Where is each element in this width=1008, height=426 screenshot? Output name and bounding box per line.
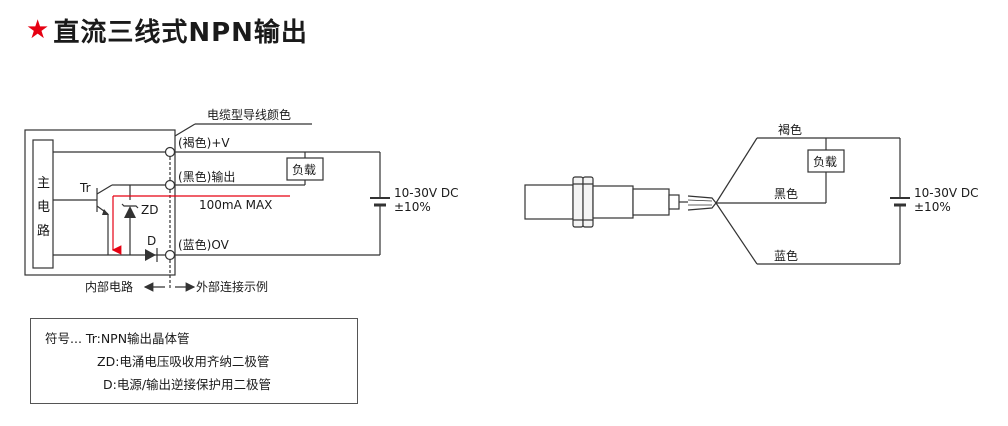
terminal-blue (164, 249, 176, 261)
terminal-brown (164, 146, 176, 158)
sensor-wiring-diagram (524, 137, 910, 265)
main-circuit-block (32, 139, 54, 269)
current-label: 100mA MAX (199, 198, 272, 212)
npn-circuit-diagram (24, 123, 390, 292)
wire-brown-label: (褐色)+V (178, 135, 230, 150)
sensor-cable-gland (668, 194, 680, 210)
black-label-right: 黑色 (774, 187, 798, 201)
blue-wire-right (715, 202, 758, 265)
sensor-rear (632, 188, 670, 216)
load-label: 负载 (292, 163, 316, 177)
d-label: D (147, 234, 156, 248)
internal-circuit-box (24, 129, 176, 276)
zener-diode-symbol (124, 206, 136, 218)
legend-line-tr: 符号... Tr:NPN输出晶体管 (45, 331, 190, 346)
title-row: ★ 直流三线式NPN输出 (26, 10, 308, 50)
cable-type-label: 电缆型导线颜色 (207, 107, 291, 122)
wire-blue-label: (蓝色)OV (178, 238, 230, 252)
current-path (111, 195, 290, 255)
main-circuit-char-3: 路 (37, 223, 50, 239)
voltage-label: 10-30V DC (394, 186, 459, 200)
voltage-label-right: 10-30V DC (914, 186, 979, 200)
load-label-right: 负载 (813, 155, 837, 169)
page-title: 直流三线式NPN输出 (53, 17, 308, 48)
cable-leader-line (174, 123, 196, 137)
protection-diode-symbol (145, 249, 156, 261)
tolerance-label: ±10% (394, 200, 431, 214)
star-icon: ★ (26, 15, 50, 45)
sensor-body (592, 185, 634, 219)
brown-label-right: 褐色 (778, 122, 802, 137)
terminal-black (164, 179, 176, 191)
sensor-front-face (524, 184, 574, 220)
main-circuit-char-1: 主 (37, 176, 50, 191)
tr-label: Tr (79, 181, 91, 195)
sensor-cable (687, 195, 717, 211)
wire-black-label: (黑色)输出 (178, 169, 235, 184)
main-circuit-char-2: 电 (37, 200, 50, 215)
symbol-legend: 符号... Tr:NPN输出晶体管 ZD:电涌电压吸收用齐纳二极管 D:电源/输… (30, 318, 358, 404)
legend-line-zd: ZD:电涌电压吸收用齐纳二极管 (97, 354, 270, 369)
tolerance-label-right: ±10% (914, 200, 951, 214)
internal-circuit-label: 内部电路 (85, 279, 133, 294)
brown-wire-right (715, 137, 758, 204)
legend-line-d: D:电源/输出逆接保护用二极管 (103, 377, 272, 392)
blue-label-right: 蓝色 (774, 249, 798, 263)
zd-label: ZD (141, 203, 158, 217)
external-connection-label: 外部连接示例 (196, 279, 268, 294)
